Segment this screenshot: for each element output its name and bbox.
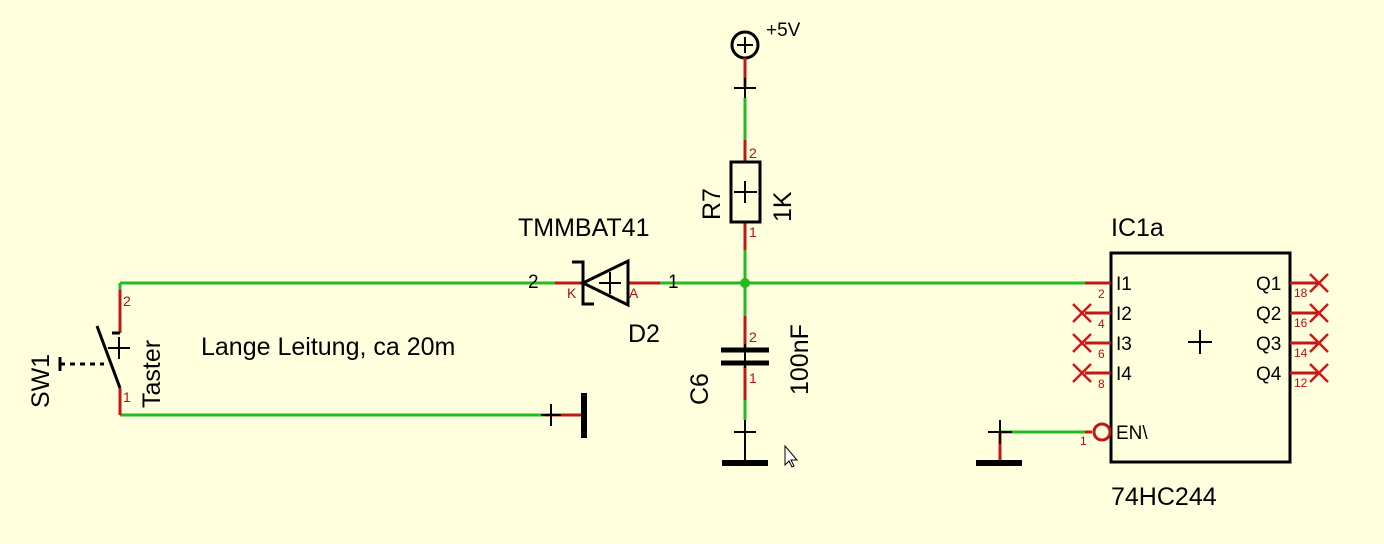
wires (118, 98, 1085, 434)
capacitor-pin-bottom: 1 (749, 370, 757, 386)
switch-type: Taster (138, 340, 166, 408)
ic-ic1a[interactable]: IC1a 74HC244 I1 I2 I3 I4 EN\ Q1 Q2 Q3 Q4 (1072, 214, 1329, 511)
no-connect-q4 (1309, 363, 1329, 383)
mouse-cursor-icon (784, 444, 799, 468)
supply-label: +5V (766, 20, 801, 41)
resistor-pin-bottom: 1 (749, 224, 757, 240)
ic-input-name-4: I4 (1116, 364, 1132, 385)
ic-output-pin-1: 18 (1294, 286, 1308, 300)
no-connect-q3 (1309, 333, 1329, 353)
diode-triangle (579, 258, 630, 308)
ic-input-pin-2: 4 (1098, 317, 1105, 331)
ic-input-pin-4: 8 (1098, 377, 1105, 391)
ic-output-name-1: Q1 (1256, 274, 1281, 295)
ic-input-name-3: I3 (1116, 334, 1132, 355)
ground-capacitor[interactable] (722, 420, 768, 466)
capacitor-pin-top: 2 (749, 329, 757, 345)
ic-output-pin-4: 12 (1294, 376, 1308, 390)
no-connect-q2 (1309, 303, 1329, 323)
junction-dot (740, 278, 750, 288)
ic-output-name-3: Q3 (1256, 334, 1281, 355)
ic-input-name-1: I1 (1116, 274, 1132, 295)
diode-d2[interactable]: TMMBAT41 D2 2 1 K A (518, 214, 679, 348)
ic-output-name-4: Q4 (1256, 364, 1282, 385)
ic-enable-pin: 1 (1080, 434, 1087, 448)
resistor-ref: R7 (698, 188, 726, 220)
resistor-value: 1K (769, 191, 797, 222)
capacitor-value: 100nF (786, 324, 814, 395)
ic-part: 74HC244 (1111, 483, 1217, 511)
resistor-body (729, 160, 762, 224)
no-connect-i4 (1072, 363, 1092, 383)
no-connect-i2 (1072, 303, 1092, 323)
no-connect-i3 (1072, 333, 1092, 353)
switch-lever (95, 325, 122, 389)
ic-output-pin-2: 16 (1294, 316, 1308, 330)
diode-pin-right: 1 (668, 272, 679, 293)
no-connect-q1 (1309, 273, 1329, 293)
ic-input-pin-3: 6 (1098, 347, 1105, 361)
switch-pin-bottom: 1 (123, 389, 131, 405)
ic-enable-name: EN\ (1116, 423, 1148, 444)
ic-body (1109, 251, 1292, 464)
diode-part: TMMBAT41 (518, 214, 650, 242)
ic-ref: IC1a (1111, 214, 1164, 242)
ground-enable[interactable] (976, 420, 1022, 466)
capacitor-c6[interactable]: 2 1 C6 100nF (686, 316, 814, 405)
switch-sw1[interactable]: 2 1 SW1 Taster (27, 290, 166, 415)
ic-output-name-2: Q2 (1256, 304, 1281, 325)
diode-pin-left: 2 (528, 272, 539, 293)
capacitor-ref: C6 (686, 373, 714, 405)
diode-mark-k: K (567, 285, 577, 301)
resistor-pin-top: 2 (749, 145, 757, 161)
diode-mark-a: A (629, 285, 639, 301)
diode-ref: D2 (628, 320, 660, 348)
resistor-r7[interactable]: 2 1 R7 1K (698, 140, 797, 250)
ic-input-pin-1: 2 (1098, 287, 1105, 301)
supply-symbol[interactable]: +5V (730, 20, 801, 98)
ground-switch[interactable] (541, 393, 587, 438)
switch-pin-top: 2 (123, 293, 131, 309)
cable-annotation: Lange Leitung, ca 20m (201, 333, 455, 361)
switch-ref: SW1 (27, 354, 55, 408)
ic-enable-bubble (1092, 422, 1112, 442)
ic-output-pin-3: 14 (1294, 346, 1308, 360)
ic-input-name-2: I2 (1116, 304, 1132, 325)
